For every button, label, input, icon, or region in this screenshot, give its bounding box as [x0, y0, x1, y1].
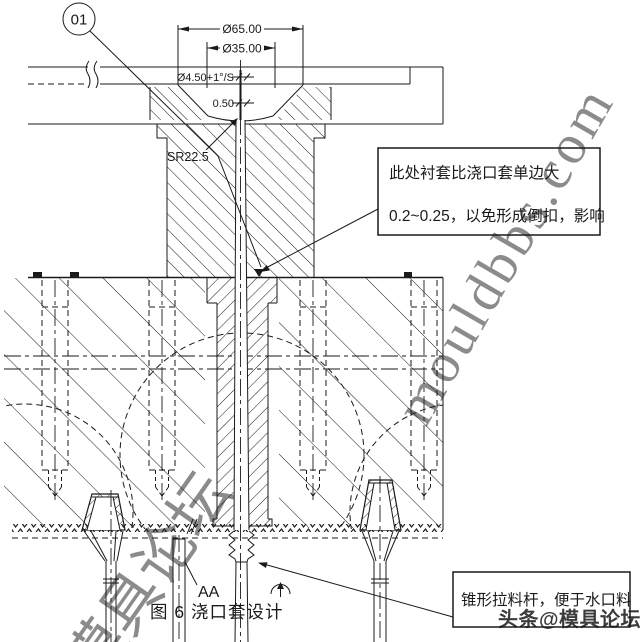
hidden-screw-holes [41, 280, 438, 500]
leader-arrow-icon [230, 118, 238, 126]
balloon-callout: 01 [62, 2, 262, 268]
note-line2: 0.2~0.25，以免形成倒扣，影响 [389, 207, 605, 225]
dim-arrow-icon [264, 45, 275, 51]
note-puller: 锥形拉料杆，便于水口料 [461, 591, 632, 609]
dim-sprue-dia: Ø4.50+1°/S [177, 72, 234, 84]
tapered-pin-right [359, 476, 402, 642]
dim-arrow-icon [178, 26, 189, 32]
note-liner-fit: 此处衬套比浇口套单边大 0.2~0.25，以免形成倒扣，影响 [260, 147, 605, 272]
note-line1: 此处衬套比浇口套单边大 [389, 164, 560, 182]
parting-line-serration [12, 524, 443, 532]
ejector-pin [172, 535, 186, 642]
watermark-corner: 头条@模具论坛 [498, 607, 640, 631]
note-box [377, 147, 601, 236]
sprue-channel [233, 60, 250, 642]
dim-arrow-icon [207, 45, 218, 51]
note-box [452, 571, 631, 628]
rotation-symbol-icon [270, 582, 291, 597]
note-sprue-puller: 锥形拉料杆，便于水口料 [258, 562, 632, 628]
tapered-pin-left [81, 490, 126, 642]
dimensions: Ø65.00 Ø35.00 Ø4.50+1°/S 0.50 SR22.5 [167, 22, 304, 164]
leader-arrow-icon [258, 562, 268, 568]
dim-sphere-radius: SR22.5 [167, 150, 209, 164]
figure-caption: 图 6 浇口套设计 [150, 602, 283, 622]
screw-hole [148, 280, 176, 500]
balloon-leader [89, 30, 262, 268]
watermark-diagonal: mouldbbs.com [384, 75, 627, 435]
section-label: AA [198, 584, 220, 601]
dim-flange-dia: Ø35.00 [222, 42, 262, 56]
balloon-label: 01 [71, 12, 88, 29]
break-line-icon [93, 60, 99, 89]
break-line-icon [85, 60, 91, 89]
screw-hole [299, 280, 327, 500]
sprue-puller-pin [228, 530, 255, 642]
dim-outer-dia: Ø65.00 [222, 22, 262, 36]
ejector-side: AA [81, 476, 402, 642]
screw-hole [410, 280, 438, 500]
leader-arrow-icon [260, 265, 270, 272]
dim-arrow-icon [292, 26, 303, 32]
dim-land: 0.50 [213, 98, 234, 110]
screw-hole [41, 280, 69, 500]
top-clamp-plate [28, 60, 444, 125]
